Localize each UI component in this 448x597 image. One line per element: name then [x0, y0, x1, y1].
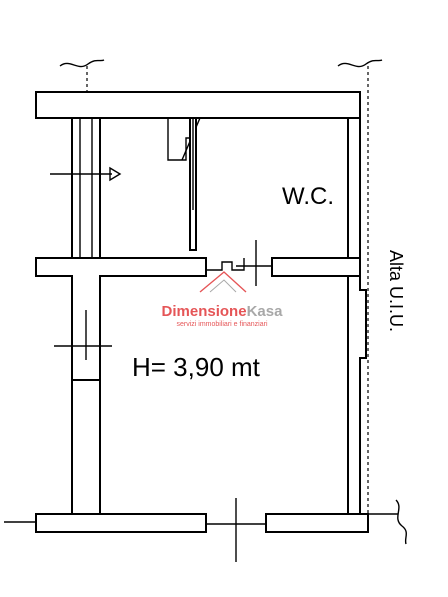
wall-left	[71, 117, 101, 259]
break-line-bottom-right	[395, 499, 407, 545]
wall-bottom	[35, 513, 207, 533]
direction-arrow-head	[109, 166, 122, 182]
wall-left-lower	[71, 379, 101, 515]
wall-bottom-right	[265, 513, 369, 533]
side-label: Alta U.I.U.	[386, 250, 406, 332]
break-line-top-left	[59, 59, 105, 68]
watermark-logo: DimensioneKasa servizi immobiliari e fin…	[162, 271, 284, 328]
room-wc-label: W.C.	[282, 183, 334, 210]
door-stub-detail	[205, 258, 245, 271]
wall-right-upper	[347, 117, 361, 259]
watermark-roof-icon-inner	[209, 279, 237, 293]
height-label: H= 3,90 mt	[132, 352, 261, 382]
wall-middle-right	[271, 257, 361, 277]
watermark-brand-part2: Kasa	[247, 303, 284, 320]
watermark-brand-part1: Dimensione	[162, 303, 247, 320]
watermark-roof-icon	[199, 271, 247, 293]
wall-top	[35, 91, 361, 119]
break-line-top-right	[337, 59, 383, 68]
wall-right-lower	[347, 275, 367, 515]
watermark-brand: DimensioneKasa	[162, 303, 284, 320]
watermark-tagline: servizi immobiliari e finanziari	[176, 321, 267, 328]
